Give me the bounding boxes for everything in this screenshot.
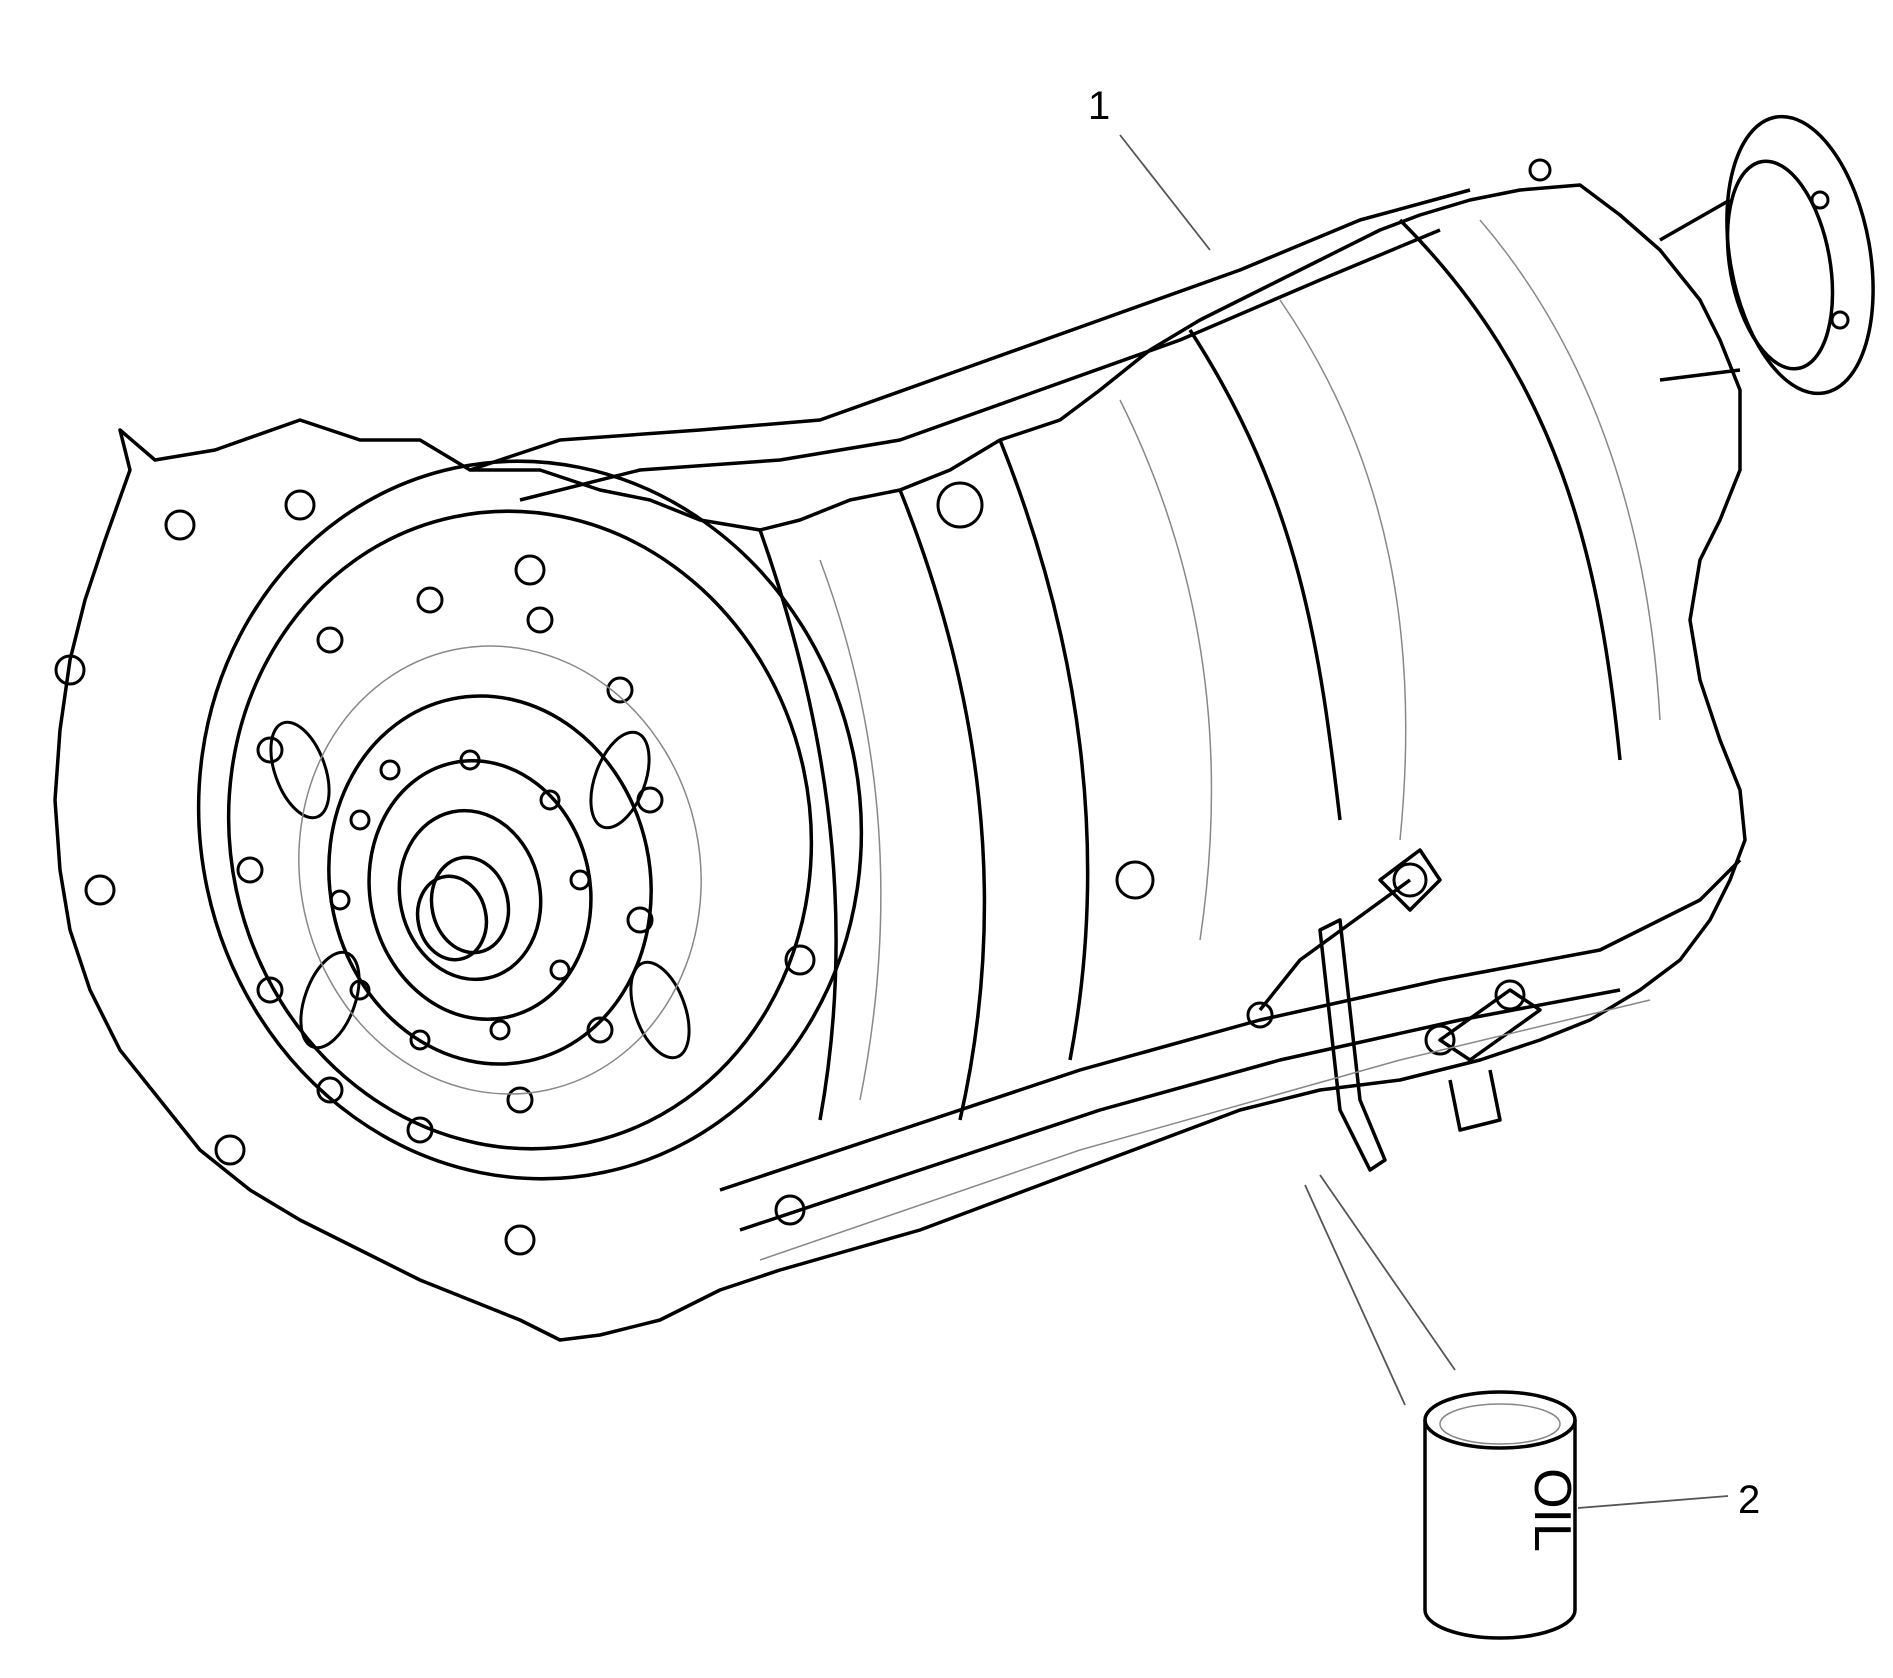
flex-plate-bolts [236, 586, 691, 1144]
callout-number-2: 2 [1738, 1478, 1761, 1522]
oil-can [1423, 1390, 1577, 1640]
leader-line-2 [1577, 1495, 1729, 1509]
housing-bosses [54, 158, 1850, 1256]
transmission-assembly [53, 114, 1875, 1342]
surface-detail-lines [298, 219, 1661, 1261]
leader-line-2a [1304, 1184, 1406, 1406]
callout-number-1: 1 [1088, 84, 1111, 128]
leader-lines [1119, 134, 1729, 1509]
leader-line-1 [1119, 134, 1211, 251]
oil-can-label: OIL [1523, 1468, 1581, 1552]
leader-line-2b [1319, 1174, 1456, 1371]
